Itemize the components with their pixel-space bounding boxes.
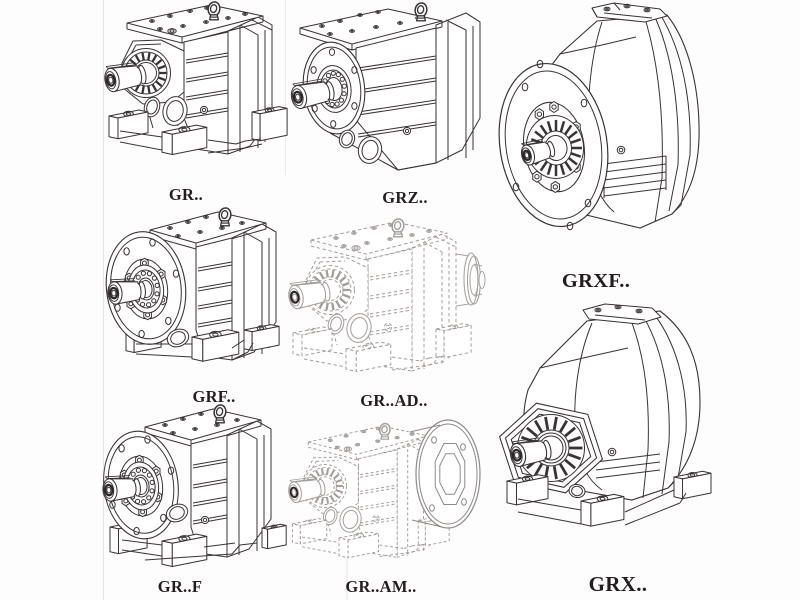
svg-text:GRZ..: GRZ.. bbox=[382, 188, 428, 207]
svg-text:GR..F: GR..F bbox=[158, 577, 203, 596]
svg-text:GRXF..: GRXF.. bbox=[562, 270, 630, 292]
svg-text:GRF..: GRF.. bbox=[192, 387, 235, 406]
svg-text:GR..AD..: GR..AD.. bbox=[360, 391, 427, 410]
svg-text:GR..: GR.. bbox=[169, 185, 203, 204]
svg-text:GRX..: GRX.. bbox=[589, 572, 648, 596]
svg-text:GR..AM..: GR..AM.. bbox=[345, 577, 416, 596]
